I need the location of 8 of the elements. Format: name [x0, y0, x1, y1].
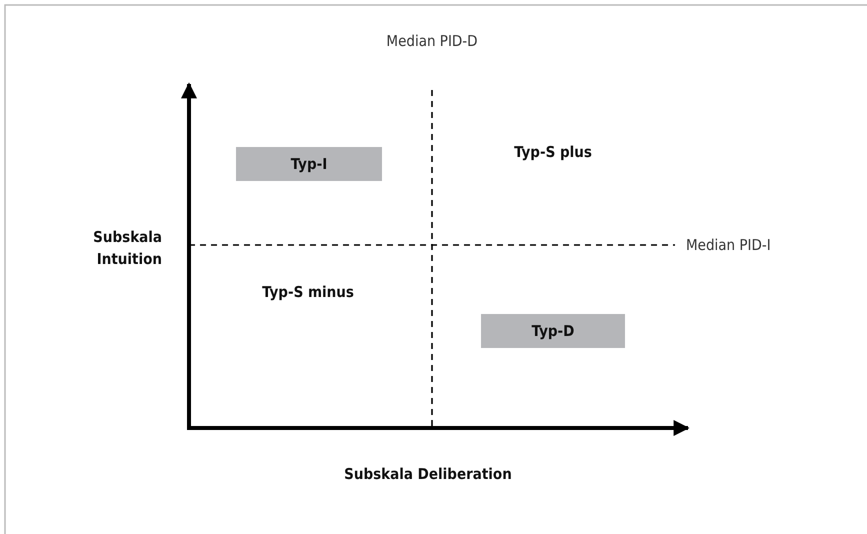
median-label: Median PID-D [385, 31, 479, 52]
axis-title: Subskala Deliberation [343, 464, 513, 485]
quadrant-label: Typ-S plus [513, 142, 593, 163]
median-label: Median PID-I [686, 235, 772, 256]
type-box: Typ-I [236, 147, 382, 181]
axis-title: Subskala Intuition [92, 227, 162, 270]
type-box: Typ-D [481, 314, 625, 348]
quadrant-label: Typ-S minus [261, 282, 355, 303]
